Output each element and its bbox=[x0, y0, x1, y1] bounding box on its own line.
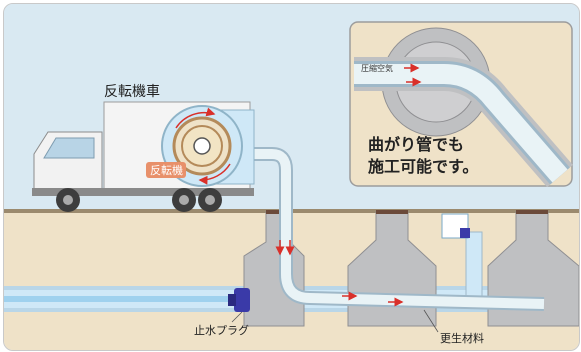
truck-window bbox=[43, 137, 95, 159]
plug-leader bbox=[231, 311, 243, 323]
lateral-plug bbox=[460, 228, 470, 238]
diagram-canvas: 反転機車 反転機 止水プラグ 更生材料 圧縮空気 曲がり管でも 施工可能です。 bbox=[4, 4, 579, 350]
liner-leader bbox=[423, 309, 439, 333]
callout-panel bbox=[349, 21, 573, 188]
liner-label: 更生材料 bbox=[440, 331, 484, 345]
callout-text-line1: 曲がり管でも bbox=[368, 135, 464, 154]
plug-label: 止水プラグ bbox=[194, 323, 249, 337]
inverter-tag bbox=[146, 162, 186, 178]
truck-chassis bbox=[32, 188, 254, 196]
truck-label: 反転機車 bbox=[104, 83, 160, 100]
water-flow bbox=[4, 296, 234, 302]
inverter-label: 反転機 bbox=[150, 163, 183, 177]
water-stop-plug bbox=[228, 288, 250, 312]
liner-material bbox=[244, 149, 545, 309]
diagram-frame: 反転機車 反転機 止水プラグ 更生材料 圧縮空気 曲がり管でも 施工可能です。 bbox=[3, 3, 580, 351]
compressed-air-label: 圧縮空気 bbox=[361, 63, 393, 73]
callout-text-line2: 施工可能です。 bbox=[368, 157, 478, 176]
